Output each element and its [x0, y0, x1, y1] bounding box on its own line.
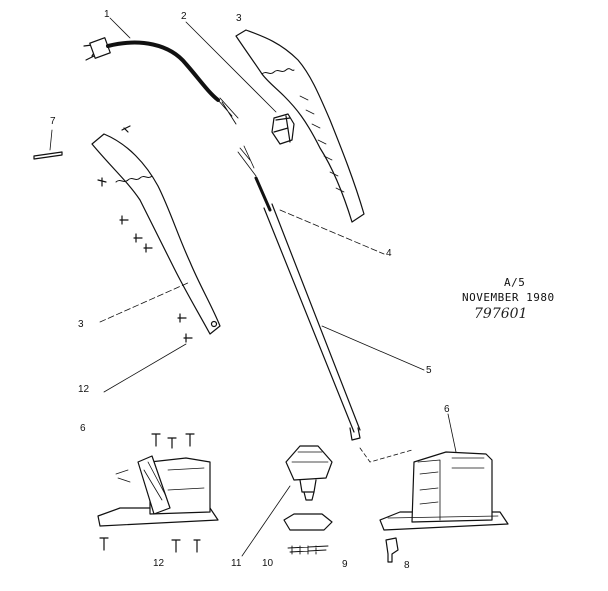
callout-2: 2 — [181, 11, 187, 22]
callout-4: 4 — [386, 248, 392, 259]
callout-7: 7 — [50, 116, 56, 127]
callout-11: 11 — [231, 558, 242, 569]
callout-8: 8 — [404, 560, 410, 571]
motor-housing-right — [379, 451, 509, 531]
housing-screws — [99, 433, 201, 553]
screws — [97, 125, 193, 343]
motor-housing-left — [97, 455, 219, 527]
spring-clip — [287, 545, 329, 555]
revision-code: A/5 — [504, 276, 526, 289]
revision-date: NOVEMBER 1980 — [462, 291, 555, 304]
callout-9: 9 — [342, 559, 348, 570]
callout-3-top: 3 — [236, 13, 242, 24]
motor — [285, 445, 333, 501]
pin-part — [33, 151, 63, 160]
callout-12-bottom: 12 — [153, 558, 165, 569]
callout-12-mid: 12 — [78, 384, 90, 395]
small-clip — [385, 537, 399, 563]
leader-lines — [49, 17, 457, 557]
callout-3-left: 3 — [78, 319, 84, 330]
callout-6-left: 6 — [80, 423, 86, 434]
callout-10: 10 — [262, 558, 274, 569]
callout-5: 5 — [426, 365, 432, 376]
shaft — [237, 145, 361, 441]
handle-half-right — [235, 29, 365, 223]
callout-6-right: 6 — [444, 404, 450, 415]
power-cord — [83, 37, 239, 125]
handle-half-left — [91, 133, 221, 335]
fan-base — [283, 513, 333, 531]
callout-1: 1 — [104, 9, 110, 20]
switch-block — [271, 113, 295, 145]
handwritten-number: 797601 — [474, 306, 528, 322]
